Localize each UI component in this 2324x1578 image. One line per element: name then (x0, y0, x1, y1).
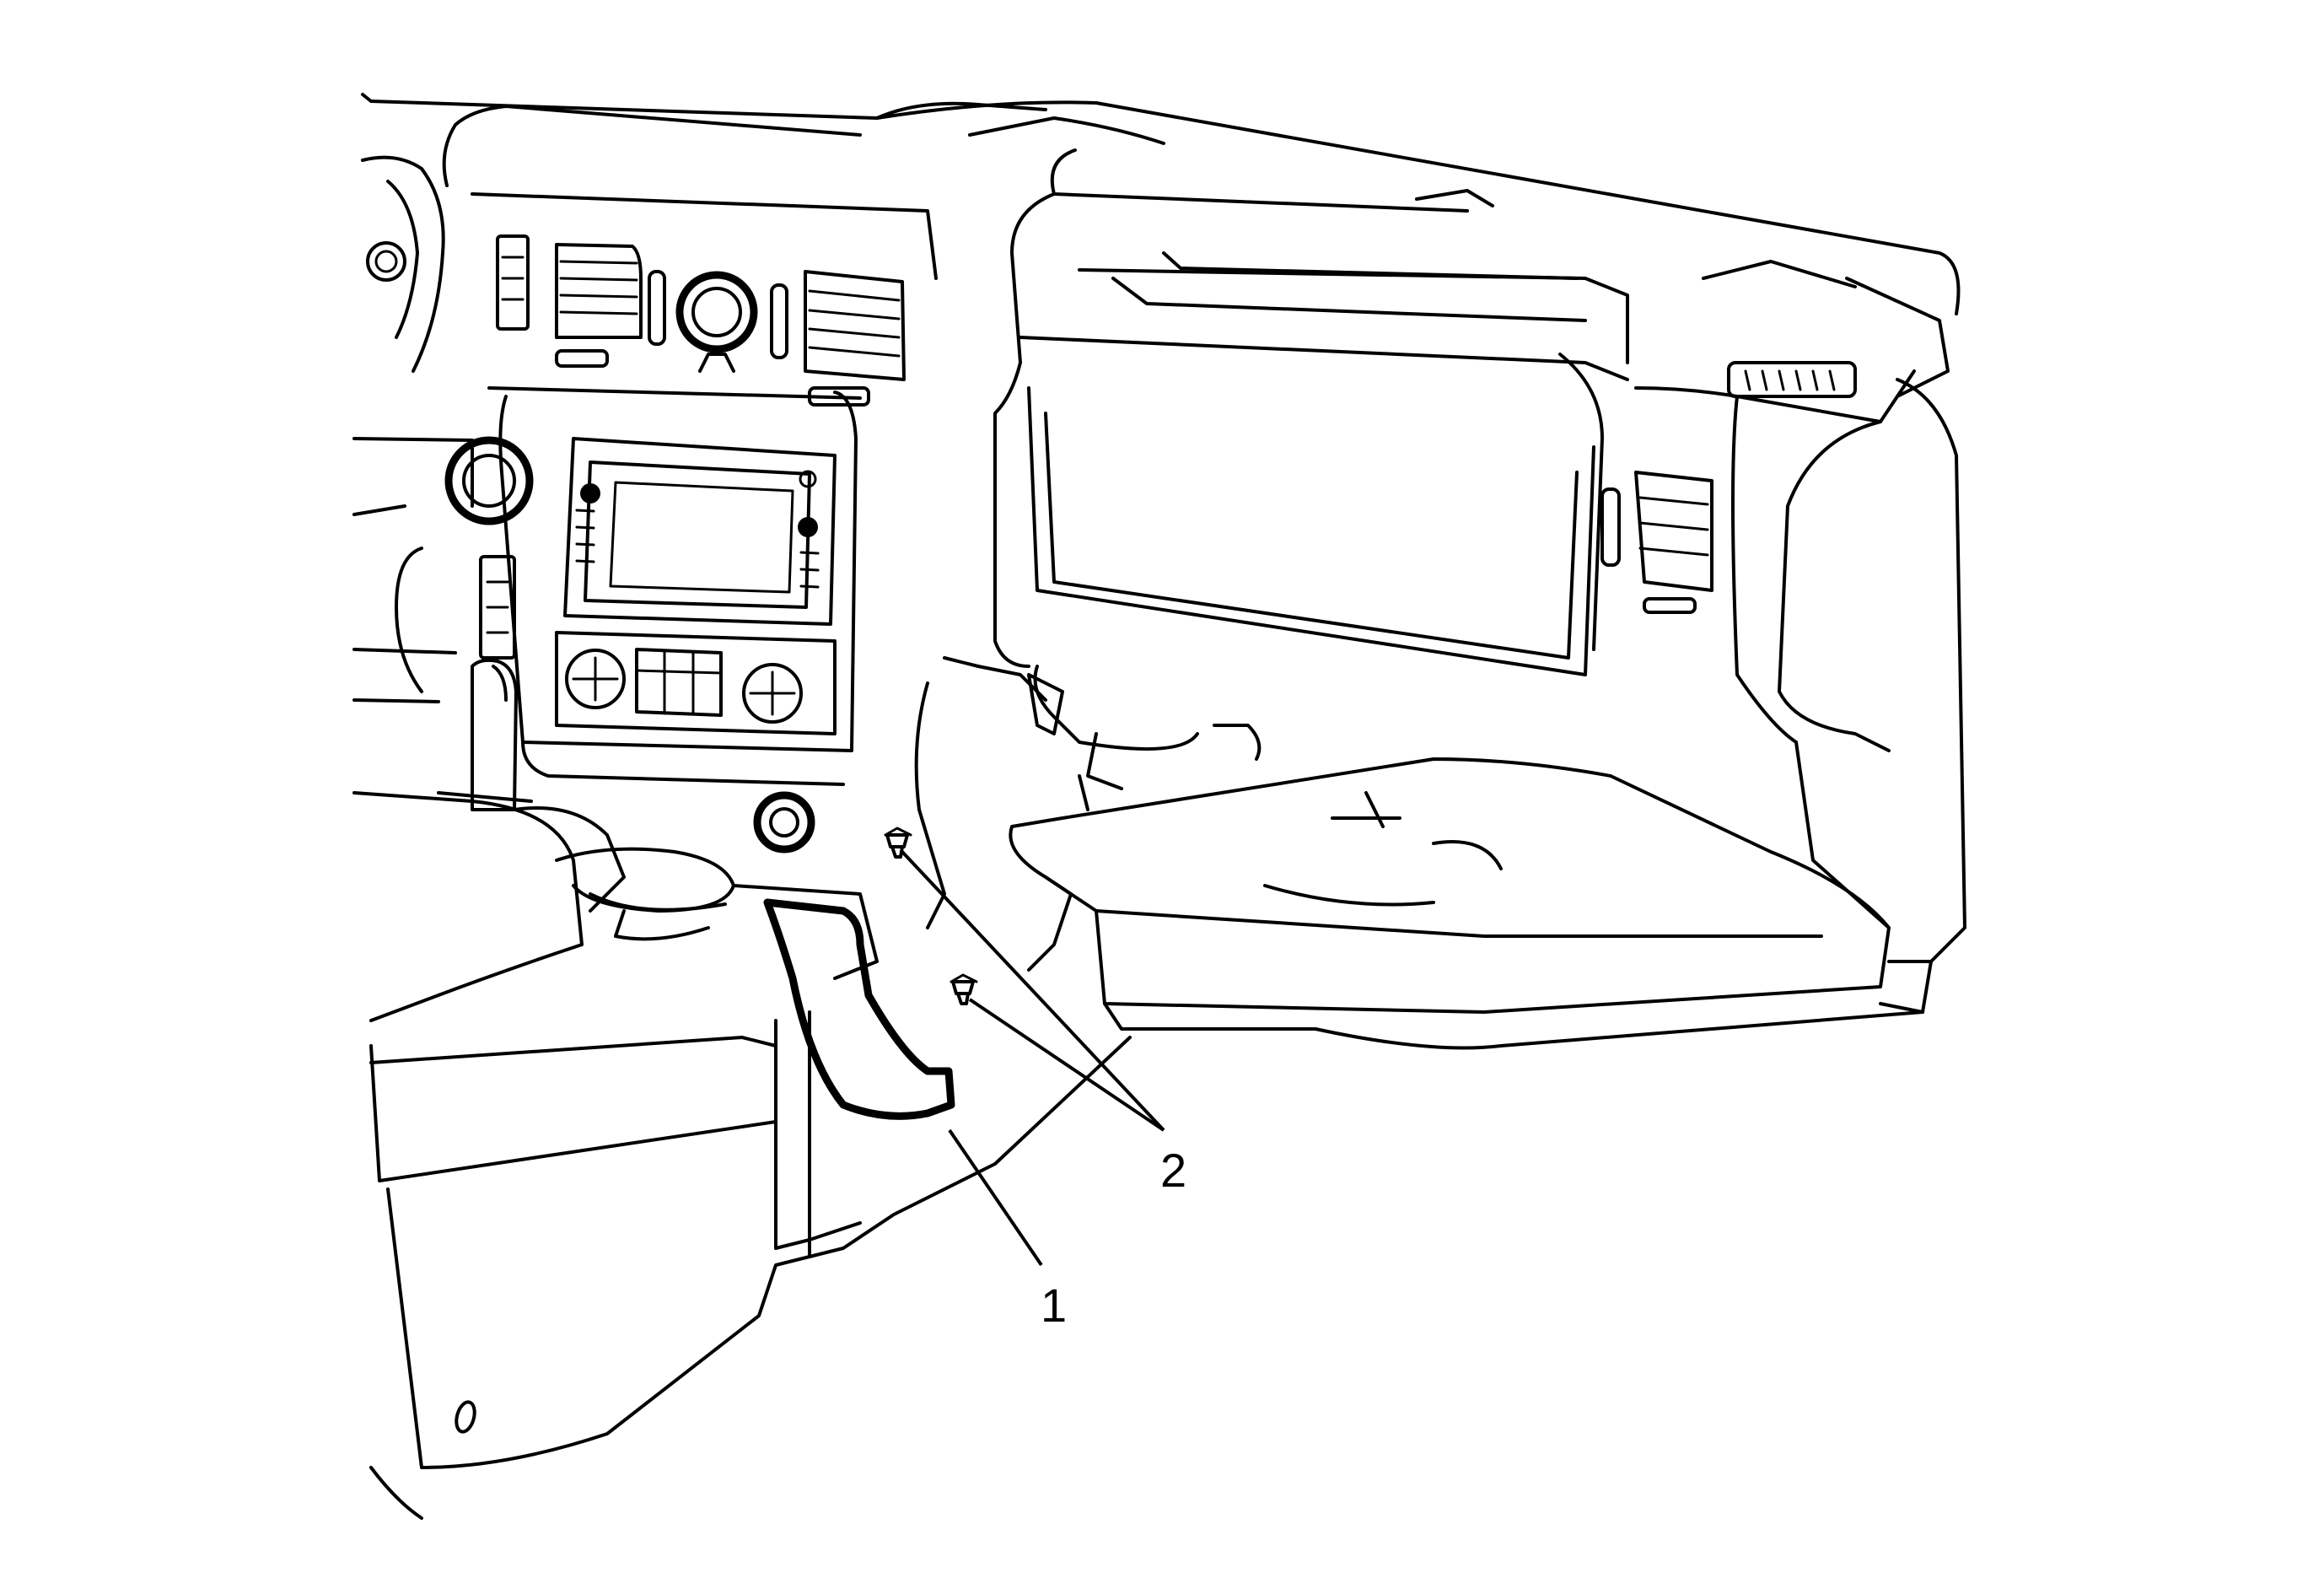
glove-box-door (1009, 757, 1891, 1014)
lower-side-trim (369, 1010, 1132, 1520)
closeout-panel (763, 898, 955, 1120)
center-vent-right (770, 270, 906, 407)
leader-line-2 (901, 850, 1165, 1132)
panel-opening-bracket (914, 656, 1089, 972)
center-console (352, 791, 879, 1022)
glove-box-upper (993, 192, 1629, 676)
center-vent-left (496, 234, 666, 368)
switch-bank (352, 555, 516, 703)
right-dash-end (1600, 361, 1966, 1014)
callout-label-2: 2 (1160, 1144, 1187, 1197)
callout-label-1: 1 (1041, 1279, 1068, 1332)
dashboard-top (361, 93, 1961, 398)
clip-fastener-icon (950, 973, 978, 1005)
instrument-cluster-area (352, 155, 938, 693)
lower-dash-edge (1033, 665, 1924, 1050)
leader-line-1 (948, 1128, 1043, 1267)
radio-head-unit (498, 390, 858, 786)
hvac-knob (675, 271, 758, 373)
shift-lever (437, 658, 533, 811)
clip-fastener-icon (884, 827, 912, 859)
